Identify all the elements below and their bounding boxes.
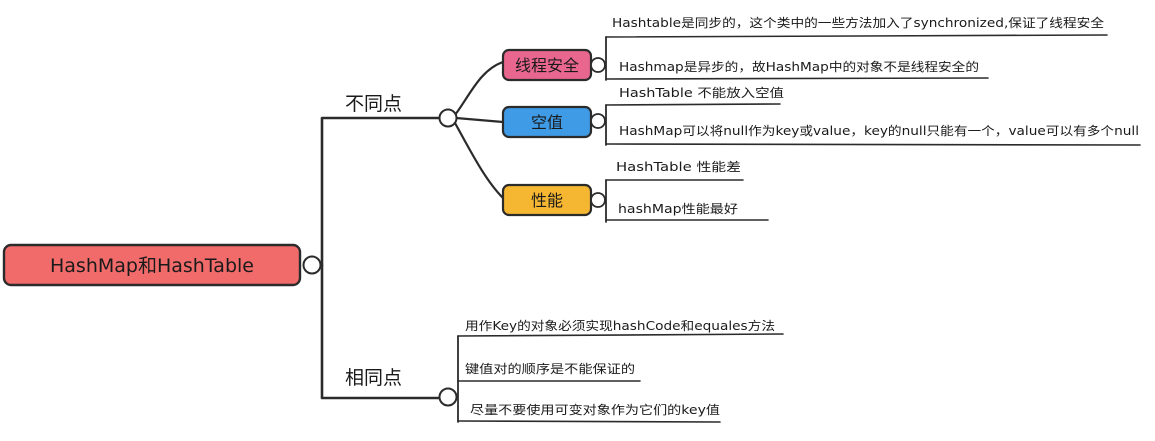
differences-expand-handle[interactable]: [438, 108, 458, 128]
note-performance-2[interactable]: hashMap性能最好: [618, 202, 738, 216]
note-thread-safety-1[interactable]: Hashtable是同步的，这个类中的一些方法加入了synchronized,保…: [612, 15, 1104, 30]
root-node-label: HashMap和HashTable: [50, 255, 254, 277]
note-similarities-3[interactable]: 尽量不要使用可变对象作为它们的key值: [470, 402, 720, 417]
topic-label-performance: 性能: [531, 191, 563, 210]
note-similarities-1[interactable]: 用作Key的对象必须实现hashCode和equales方法: [465, 318, 775, 333]
note-underline-similarities-3: [457, 420, 721, 423]
topic-label-thread-safety: 线程安全: [515, 56, 579, 75]
connector-differences-security: [453, 60, 505, 117]
connector-differences-performance: [453, 121, 505, 200]
note-performance-1[interactable]: HashTable 性能差: [616, 160, 741, 174]
connector-root-similarities: [320, 263, 447, 400]
similarities-expand-handle[interactable]: [438, 387, 458, 407]
connector-root-trunk: [310, 116, 447, 267]
note-underline-security-1: [605, 34, 1108, 38]
note-underline-null-1: [605, 103, 781, 106]
connector-differences-null: [454, 116, 505, 124]
branch-label-differences: 不同点: [345, 93, 402, 115]
note-null-values-1[interactable]: HashTable 不能放入空值: [619, 85, 784, 100]
note-underline-similarities-1: [457, 333, 784, 337]
note-thread-safety-2[interactable]: Hashmap是异步的，故HashMap中的对象不是线程安全的: [619, 59, 979, 74]
root-node[interactable]: HashMap和HashTable: [2, 243, 302, 287]
topic-label-null-values: 空值: [531, 113, 563, 132]
note-underline-security-2: [605, 77, 989, 80]
thread-safety-expand-handle[interactable]: [590, 57, 606, 73]
topic-node-thread-safety[interactable]: 线程安全: [501, 48, 593, 82]
topic-node-performance[interactable]: 性能: [501, 183, 593, 217]
null-values-expand-handle[interactable]: [590, 113, 606, 129]
note-similarities-2[interactable]: 键值对的顺序是不能保证的: [465, 361, 635, 376]
performance-expand-handle[interactable]: [590, 192, 606, 208]
branch-label-similarities: 相同点: [345, 367, 402, 389]
topic-node-null-values[interactable]: 空值: [501, 105, 593, 139]
note-underline-null-2: [605, 143, 1141, 146]
root-expand-handle[interactable]: [302, 255, 322, 275]
note-null-values-2[interactable]: HashMap可以将null作为key或value，key的null只能有一个，…: [619, 123, 1139, 138]
